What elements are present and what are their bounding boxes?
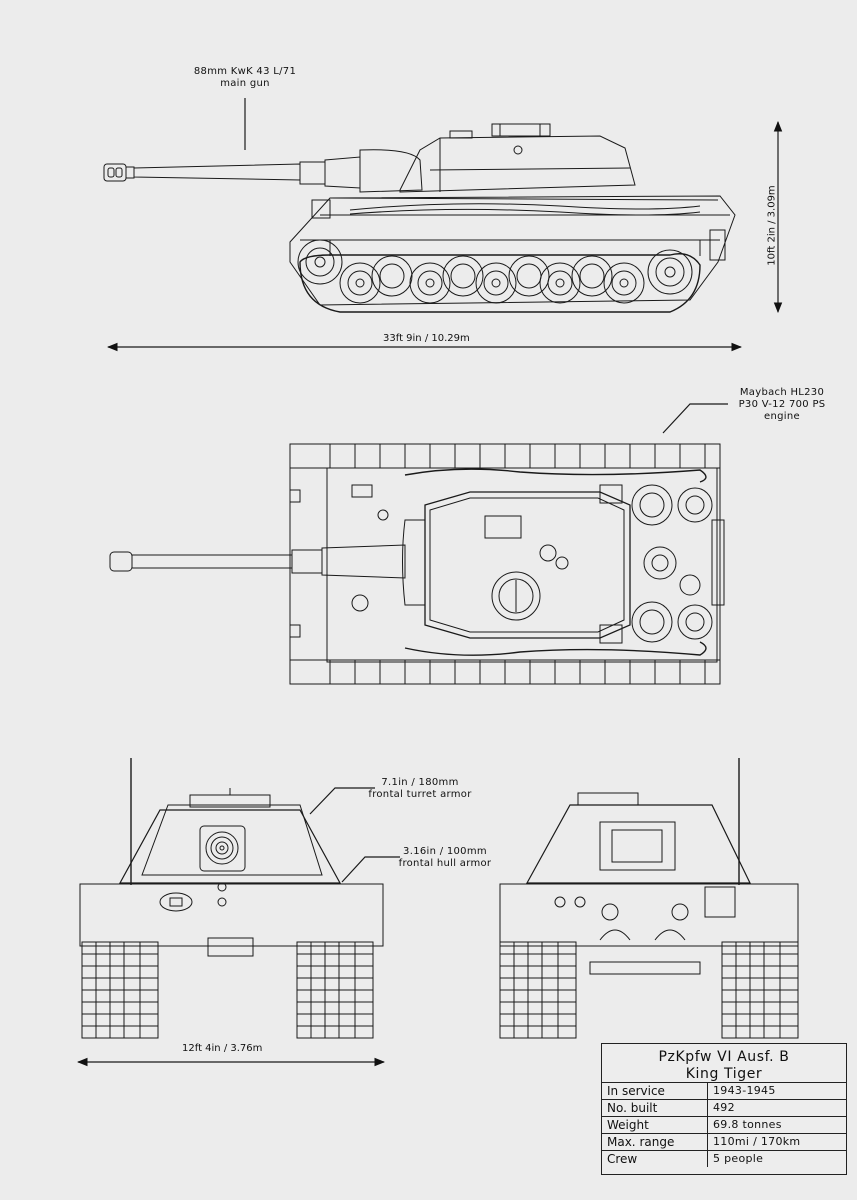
hull-armor-annotation: 3.16in / 100mm frontal hull armor [380,846,510,870]
rear-view [499,758,799,1039]
gun-annotation-line2: main gun [220,78,270,89]
spec-row: Crew 5 people [602,1150,846,1167]
engine-annotation-line2: P30 V-12 700 PS [738,399,826,410]
gun-annotation: 88mm KwK 43 L/71 main gun [170,66,320,90]
engine-annotation-line3: engine [764,411,800,422]
height-dimension-label: 10ft 2in / 3.09m [766,185,778,266]
engine-annotation: Maybach HL230 P30 V-12 700 PS engine [712,387,852,423]
spec-label: Weight [602,1116,708,1134]
engine-annotation-line1: Maybach HL230 [739,387,825,398]
length-dimension-label: 33ft 9in / 10.29m [383,333,470,344]
spec-title-line2: King Tiger [685,1066,763,1082]
spec-table-box: PzKpfw VI Ausf. B King Tiger In service … [601,1043,847,1175]
spec-value: 69.8 tonnes [707,1116,846,1134]
spec-row: Max. range 110mi / 170km [602,1133,846,1151]
spec-value: 5 people [713,1152,764,1165]
spec-label: No. built [602,1099,708,1117]
spec-table: In service 1943-1945 No. built 492 Weigh… [602,1083,846,1167]
spec-label: In service [602,1083,708,1100]
gun-annotation-line1: 88mm KwK 43 L/71 [193,66,297,77]
top-view [109,443,725,685]
spec-title-line1: PzKpfw VI Ausf. B [658,1049,790,1065]
turret-armor-line2: frontal turret armor [368,789,472,800]
spec-title: PzKpfw VI Ausf. B King Tiger [602,1044,846,1083]
hull-armor-line1: 3.16in / 100mm [403,846,487,857]
spec-row: Weight 69.8 tonnes [602,1116,846,1134]
front-view [79,758,384,1039]
spec-value: 1943-1945 [707,1083,846,1100]
spec-value: 110mi / 170km [707,1133,846,1151]
spec-label: Crew [602,1150,708,1167]
hull-armor-line2: frontal hull armor [398,858,492,869]
spec-value: 492 [707,1099,846,1117]
spec-row: No. built 492 [602,1099,846,1117]
turret-armor-annotation: 7.1in / 180mm frontal turret armor [350,777,490,801]
width-dimension-label: 12ft 4in / 3.76m [182,1043,263,1054]
spec-label: Max. range [602,1133,708,1151]
side-view [103,98,736,313]
spec-row: In service 1943-1945 [602,1083,846,1100]
turret-armor-line1: 7.1in / 180mm [381,777,459,788]
